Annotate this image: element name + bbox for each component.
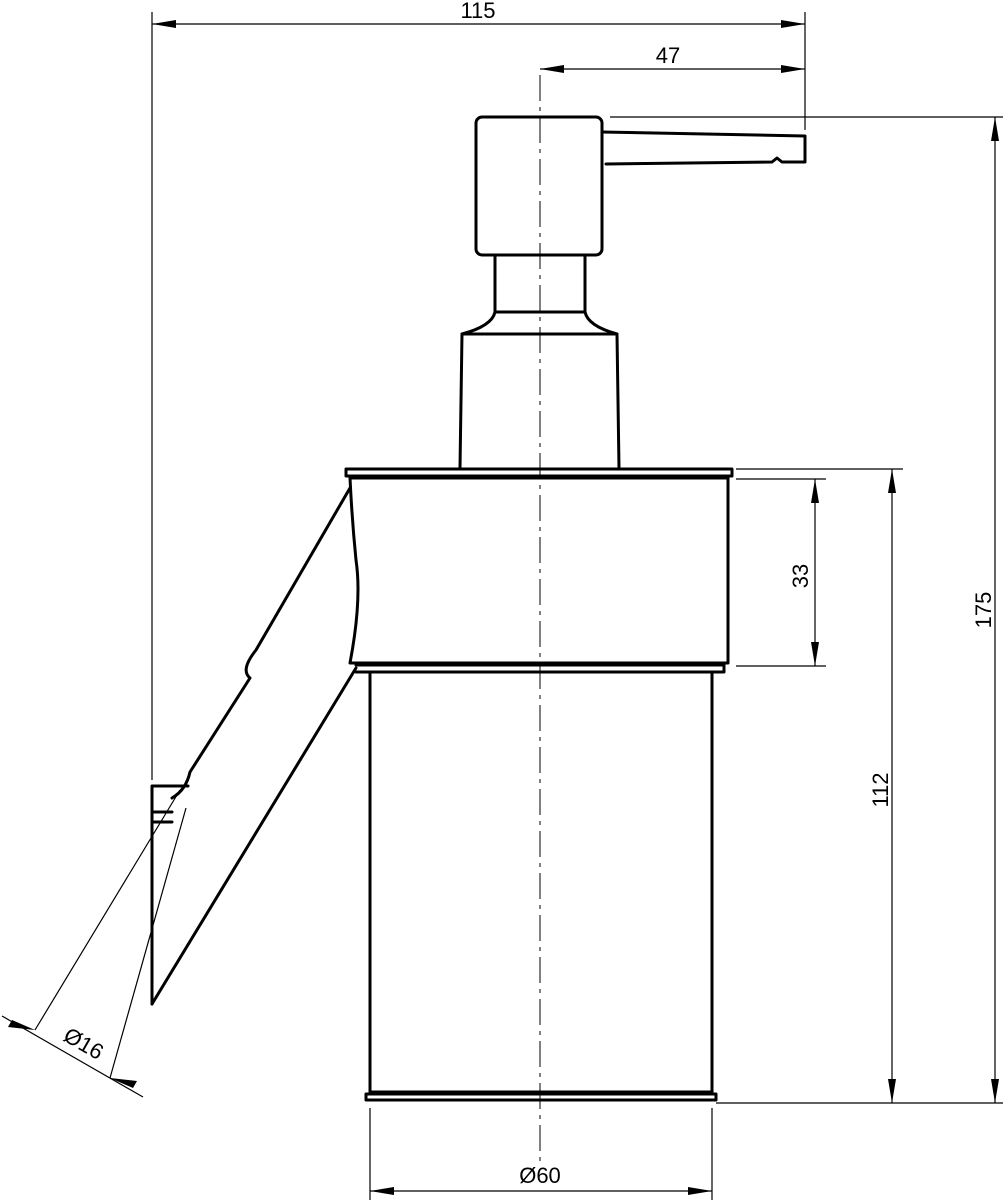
- dim-spout-reach: 47: [540, 43, 805, 73]
- dim-container-diameter-label: Ø60: [519, 1163, 561, 1188]
- wall-arm: [150, 486, 358, 1006]
- dim-ring-height: 33: [736, 478, 826, 667]
- dim-spout-reach-label: 47: [656, 43, 680, 68]
- wall-bracket: [150, 784, 190, 1006]
- dim-container-diameter: Ø60: [369, 1108, 713, 1200]
- ring-bottom-lip: [354, 663, 726, 674]
- dim-total-height-label: 175: [971, 592, 996, 629]
- glass-container: [368, 670, 714, 1094]
- dim-container-height: 112: [736, 468, 903, 1103]
- arm-lower-edge: [150, 666, 358, 1006]
- container-base: [364, 1092, 718, 1102]
- pump-cap: [474, 115, 604, 257]
- dispenser-body: [344, 467, 734, 1102]
- dim-total-height: 175: [610, 116, 1003, 1104]
- lid-plate: [344, 467, 734, 478]
- dim-overall-width: 115: [151, 0, 806, 780]
- dim-ring-height-label: 33: [788, 564, 813, 588]
- dim-arm-diameter: Ø16: [1, 789, 187, 1098]
- dim-arm-diameter-label: Ø16: [59, 1022, 108, 1064]
- dim-container-height-label: 112: [868, 772, 893, 807]
- arm-upper-edge: [170, 486, 352, 800]
- dim-overall-width-label: 115: [460, 0, 495, 23]
- pump-head: [458, 115, 807, 470]
- pump-spout: [600, 130, 807, 166]
- holder-ring: [348, 476, 730, 665]
